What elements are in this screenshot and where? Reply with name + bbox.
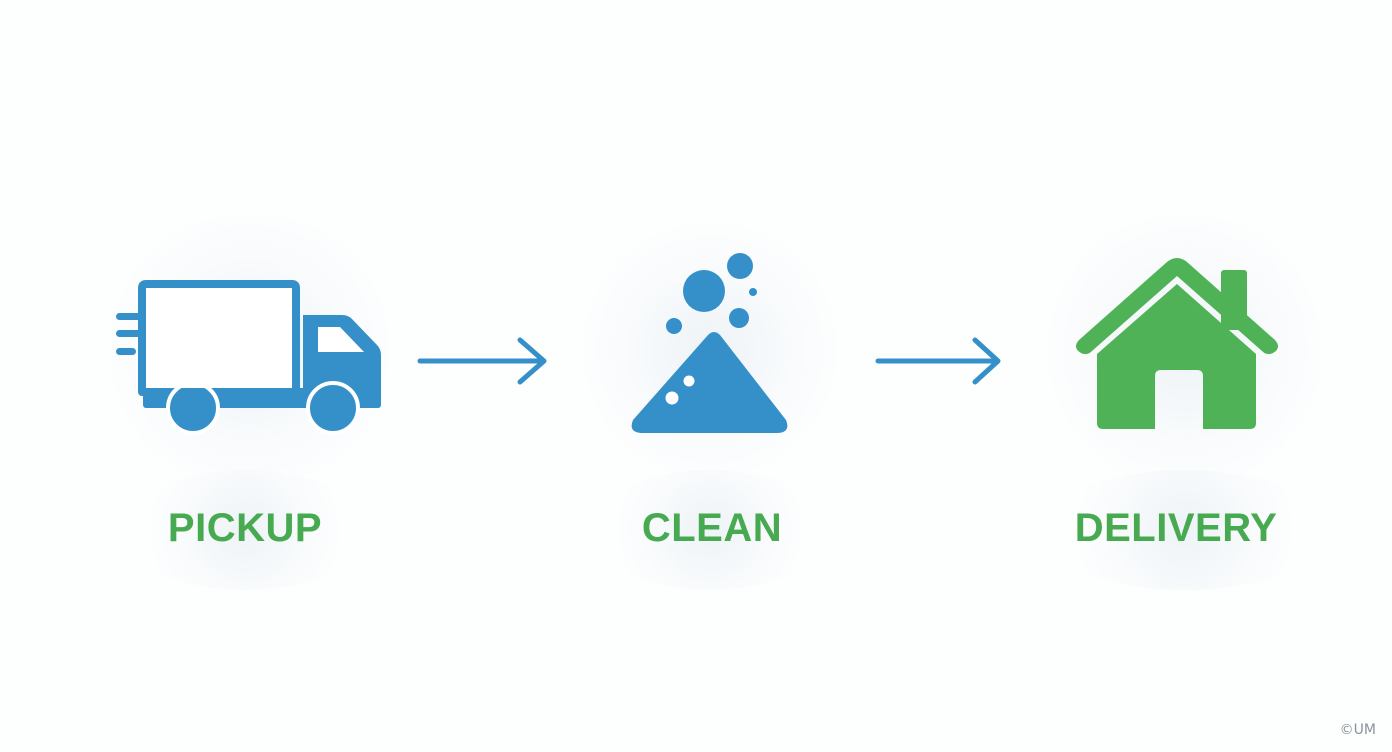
watermark: ©UM (1339, 722, 1376, 738)
detergent-bubbles-icon (631, 253, 788, 433)
arrow-right-icon (417, 337, 547, 385)
pickup-label-glow (120, 470, 370, 590)
arrow-right-icon (875, 337, 1001, 385)
step-label-clean: CLEAN (641, 506, 783, 550)
step-label-pickup: PICKUP (167, 506, 323, 550)
delivery-label-glow (1040, 470, 1330, 590)
clean-label-glow (590, 470, 830, 590)
step-label-delivery: DELIVERY (1074, 506, 1278, 550)
truck-icon (116, 280, 381, 435)
house-icon (1075, 258, 1279, 429)
